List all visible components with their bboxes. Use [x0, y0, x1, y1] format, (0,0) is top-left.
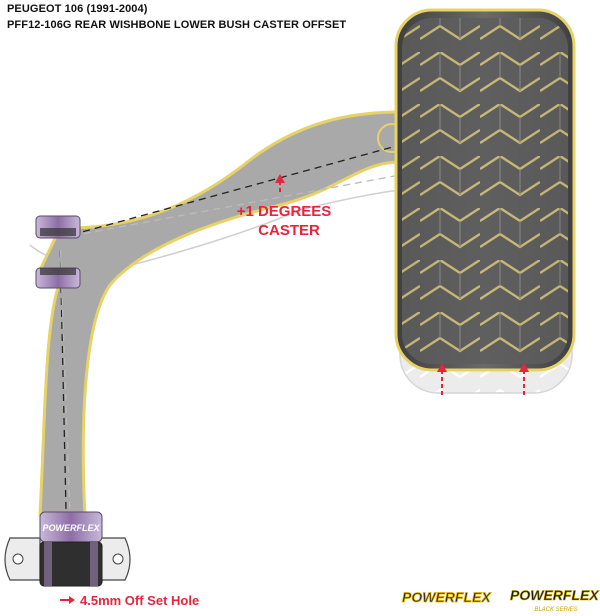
bush-brand-label: POWERFLEX	[42, 523, 100, 533]
red-arrow-right-icon	[60, 596, 75, 604]
caster-label-line1: +1 DEGREES	[237, 203, 332, 220]
lower-bush-powerflex: POWERFLEX	[4, 511, 131, 587]
wishbone-arm	[38, 110, 407, 517]
tyre	[394, 8, 576, 372]
svg-text:POWERFLEX: POWERFLEX	[402, 589, 492, 605]
svg-text:BLACK SERIES: BLACK SERIES	[534, 607, 577, 613]
svg-text:POWERFLEX: POWERFLEX	[510, 587, 600, 603]
arrowhead-up-icon	[437, 363, 447, 372]
powerflex-black-series-logo: POWERFLEX BLACK SERIES	[510, 587, 600, 613]
upper-bush	[35, 215, 81, 289]
page-title: PEUGEOT 106 (1991-2004)	[7, 3, 148, 15]
arrowhead-up-icon	[275, 174, 285, 183]
powerflex-logo: POWERFLEX	[402, 589, 493, 606]
offset-hole-label: 4.5mm Off Set Hole	[80, 593, 199, 608]
offset-axis-lines	[59, 174, 401, 516]
caster-label-line2: CASTER	[258, 222, 320, 239]
axis-lines	[59, 144, 401, 511]
part-description: PFF12-106G REAR WISHBONE LOWER BUSH CAST…	[7, 19, 347, 31]
arrowhead-up-icon	[519, 363, 529, 372]
